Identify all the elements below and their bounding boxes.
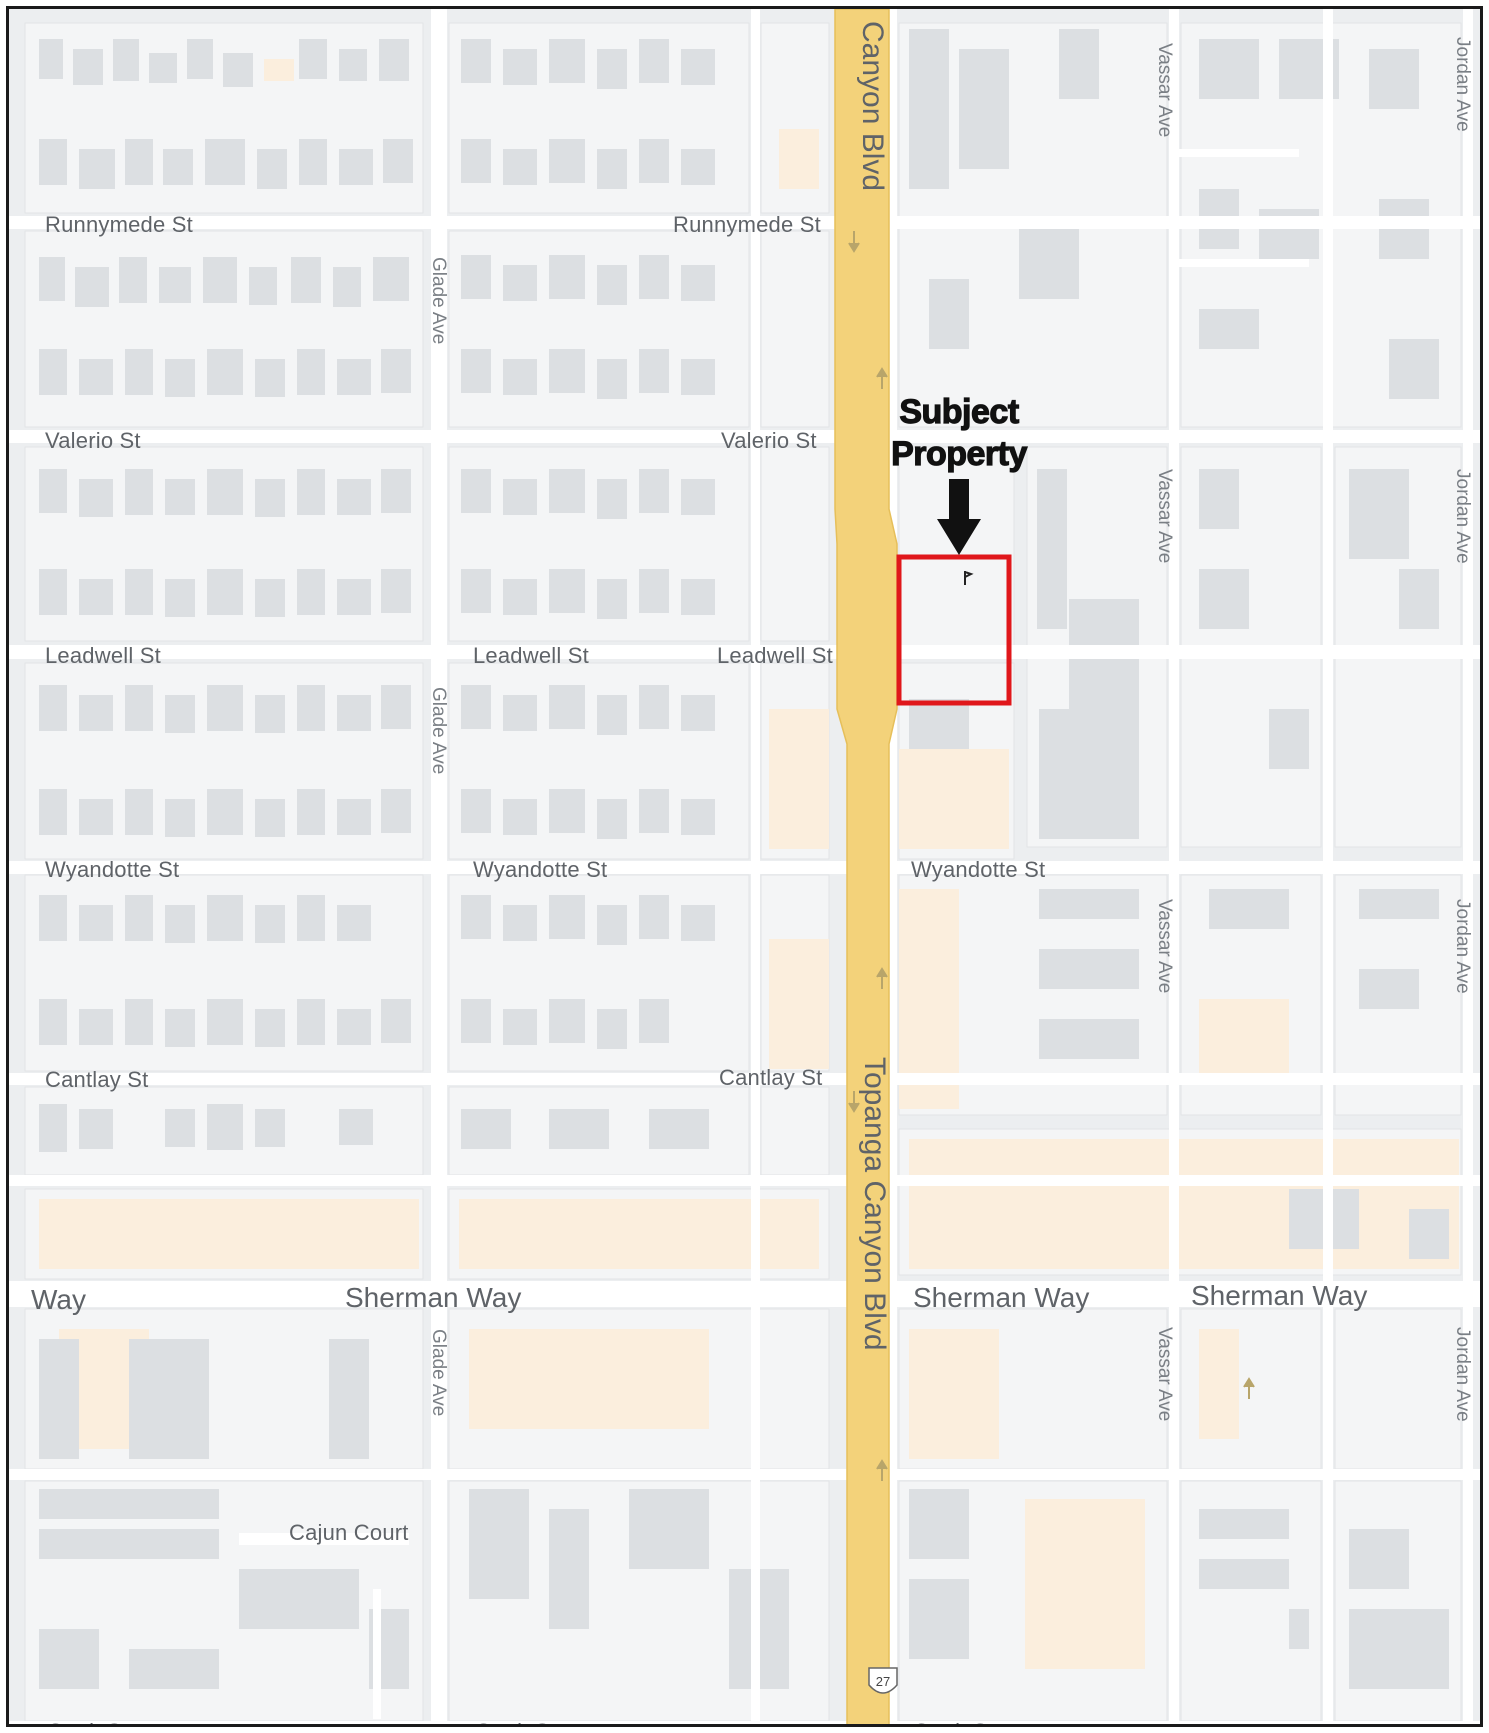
vassar-ave-label-1: Vassar Ave [1154,43,1175,137]
subject-arrow-icon [937,479,981,555]
topanga-canyon-blvd [834,9,1255,1724]
sherman-way-label-4: Sherman Way [1191,1280,1367,1311]
buildings [39,29,1449,1689]
jordan-ave-label-4: Jordan Ave [1452,1327,1473,1422]
valerio-st-label-west: Valerio St [45,428,141,453]
map-frame: 27 Runnymede St Runnymede St Valerio St … [6,6,1483,1727]
subject-label-line2: Property [891,435,1027,473]
glade-ave-label-1: Glade Ave [428,257,449,344]
runnymede-st-label-west: Runnymede St [45,212,193,237]
glade-ave-label-2: Glade Ave [428,687,449,774]
gault-st-label-east: Gault St [913,1719,994,1727]
street-map[interactable]: 27 Runnymede St Runnymede St Valerio St … [9,9,1483,1727]
leadwell-st-label-mid: Leadwell St [473,643,589,668]
vassar-ave-label-2: Vassar Ave [1154,469,1175,563]
jordan-ave-label-1: Jordan Ave [1452,37,1473,132]
commercial-areas [39,59,1459,1669]
wyandotte-st-label-west: Wyandotte St [45,857,179,882]
vertical-street-labels: Glade Ave Glade Ave Glade Ave Vassar Ave… [428,37,1473,1422]
gault-st-label-mid: Gault St [475,1719,556,1727]
route-27-label: 27 [876,1674,890,1689]
minor-streets [9,9,1480,1724]
horizontal-street-labels: Runnymede St Runnymede St Valerio St Val… [31,212,1367,1727]
sherman-way-label-2: Sherman Way [345,1282,521,1313]
jordan-ave-label-3: Jordan Ave [1452,899,1473,994]
jordan-ave-label-2: Jordan Ave [1452,469,1473,564]
cajun-court-label: Cajun Court [289,1520,409,1545]
canyon-blvd-label: Canyon Blvd [856,21,889,191]
cantlay-st-label-west: Cantlay St [45,1067,149,1092]
subject-property-marker: Subject Property [890,392,1029,706]
topanga-canyon-blvd-label: Topanga Canyon Blvd [858,1057,891,1351]
wyandotte-st-label-east: Wyandotte St [911,857,1045,882]
direction-arrows [848,231,1255,1481]
subject-label-line1: Subject [899,393,1018,431]
subject-property-box [896,554,1012,706]
flag-icon [964,571,974,585]
sherman-way-label-3: Sherman Way [913,1282,1089,1313]
leadwell-st-label-west: Leadwell St [45,643,161,668]
leadwell-st-label-east: Leadwell St [717,643,833,668]
gault-st-label-west: Gault St [47,1719,128,1727]
vassar-ave-label-3: Vassar Ave [1154,899,1175,993]
runnymede-st-label-east: Runnymede St [673,212,821,237]
glade-ave-label-3: Glade Ave [428,1329,449,1416]
vassar-ave-label-4: Vassar Ave [1154,1327,1175,1421]
cantlay-st-label-east: Cantlay St [719,1065,823,1090]
route-27-shield-icon: 27 [868,1667,898,1694]
valerio-st-label-east: Valerio St [721,428,817,453]
sherman-way-label-1: Way [31,1284,86,1315]
wyandotte-st-label-mid: Wyandotte St [473,857,607,882]
